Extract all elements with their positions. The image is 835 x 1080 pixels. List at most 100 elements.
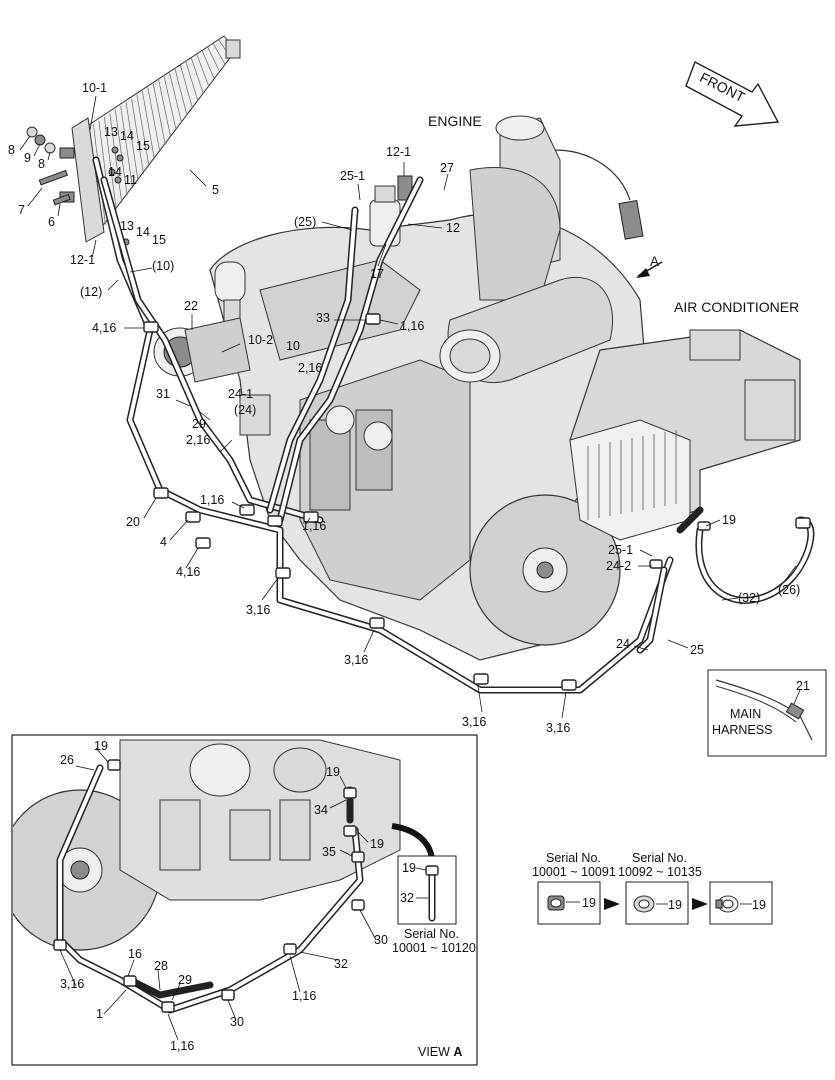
turbo-exhaust [469, 115, 644, 301]
callout-27: 27 [440, 161, 454, 175]
callout-29: 29 [178, 973, 192, 987]
callout-14: 14 [120, 129, 134, 143]
callout-24: 24 [616, 637, 630, 651]
serial-range-2: 10092 ~ 10135 [618, 865, 702, 879]
condenser-fin [180, 65, 193, 109]
view-a-prefix: VIEW [418, 1045, 453, 1059]
callout-25-1: 25-1 [340, 169, 365, 183]
callout-20: 20 [126, 515, 140, 529]
callout-12-1: 12-1 [70, 253, 95, 267]
callout-14: 14 [108, 165, 122, 179]
callout-3-16: 3,16 [60, 977, 84, 991]
callout-9: 9 [24, 151, 31, 165]
callout-(12): (12) [80, 285, 102, 299]
arrow-right-icon [604, 898, 620, 910]
view-a-arrow: A [636, 254, 663, 278]
callout-(26): (26) [778, 583, 800, 597]
air-conditioner-heading: AIR CONDITIONER [674, 299, 799, 315]
callout-8: 8 [38, 157, 45, 171]
callout-6: 6 [48, 215, 55, 229]
condenser-fin [201, 50, 215, 80]
callout-1: 1 [96, 1007, 103, 1021]
callout-3-16: 3,16 [344, 653, 368, 667]
clamp-icon-v3 [715, 895, 739, 913]
callout-7: 7 [18, 203, 25, 217]
callout-(24): (24) [234, 403, 256, 417]
callout-14: 14 [136, 225, 150, 239]
callout-32: 32 [334, 957, 348, 971]
condenser-fin [212, 43, 226, 65]
callout-32: 32 [400, 891, 414, 905]
callout-35: 35 [322, 845, 336, 859]
callout-19: 19 [94, 739, 108, 753]
main-harness-label-line1: MAIN [730, 707, 761, 721]
serial-range-1: 10001 ~ 10091 [532, 865, 616, 879]
callout-31: 31 [156, 387, 170, 401]
callout-2-16: 2,16 [298, 361, 322, 375]
serial-label-2: Serial No. [632, 851, 687, 865]
condenser-hardware [26, 126, 130, 246]
callout-13: 13 [120, 219, 134, 233]
condenser-fin [147, 87, 161, 152]
callout-11: 11 [124, 173, 137, 187]
engine-heading: ENGINE [428, 113, 482, 129]
callout-19: 19 [582, 896, 596, 910]
condenser-fin [103, 116, 117, 211]
callout-24-1: 24-1 [228, 387, 253, 401]
condenser-fin [142, 91, 155, 160]
serial-label-inset: Serial No. [404, 927, 459, 941]
callout-15: 15 [136, 139, 150, 153]
callout-22: 22 [184, 299, 198, 313]
condenser-fin [174, 69, 188, 116]
condenser-fin [196, 54, 210, 87]
callout-10-1: 10-1 [82, 81, 107, 95]
condenser-fin [131, 98, 144, 174]
condenser-fin [120, 105, 133, 189]
callout-10: 10 [286, 339, 300, 353]
ac-grille [587, 430, 677, 520]
callout-30: 30 [230, 1015, 244, 1029]
callout-1-16: 1,16 [400, 319, 424, 333]
callout-24-2: 24-2 [606, 559, 631, 573]
callout-21: 21 [796, 679, 810, 693]
hose-clamps [143, 313, 811, 691]
view-a-caption: VIEW A [418, 1045, 462, 1059]
condenser-fin [163, 76, 177, 131]
callout-19: 19 [722, 513, 736, 527]
callout-10-2: 10-2 [248, 333, 273, 347]
serial-range-inset: 10001 ~ 10120 [392, 941, 476, 955]
callout-1-16: 1,16 [170, 1039, 194, 1053]
callout-28: 28 [154, 959, 168, 973]
front-arrow: FRONT [685, 61, 780, 127]
callout-3-16: 3,16 [462, 715, 486, 729]
callout-3-16: 3,16 [246, 603, 270, 617]
callout-17: 17 [370, 267, 384, 281]
clamp-icon-v2 [633, 895, 655, 913]
condenser-fin [125, 102, 139, 182]
callout-34: 34 [314, 803, 328, 817]
main-harness-label-line2: HARNESS [712, 723, 772, 737]
callout-19: 19 [370, 837, 384, 851]
main-harness-detail: 21 MAIN HARNESS [707, 669, 827, 757]
callout-19: 19 [668, 898, 682, 912]
condenser [59, 35, 241, 243]
callout-29: 29 [192, 417, 206, 431]
condenser-fins [87, 35, 237, 233]
callout-12-1: 12-1 [386, 145, 411, 159]
callout-3-16: 3,16 [546, 721, 570, 735]
callout-25: 25 [690, 643, 704, 657]
flywheel-housing [469, 494, 621, 646]
callout-19: 19 [752, 898, 766, 912]
view-a-letter: A [453, 1045, 462, 1059]
leader-lines [19, 95, 797, 719]
callout-(10): (10) [152, 259, 174, 273]
callout-4-16: 4,16 [176, 565, 200, 579]
callout-1-16: 1,16 [292, 989, 316, 1003]
condenser-fin [158, 80, 172, 138]
condenser-fin [169, 72, 182, 123]
callout-19: 19 [326, 765, 340, 779]
callout-(32): (32) [738, 591, 760, 605]
condenser-fin [207, 46, 220, 72]
view-arrow-label: A [650, 254, 659, 269]
condenser-fin [185, 61, 199, 102]
